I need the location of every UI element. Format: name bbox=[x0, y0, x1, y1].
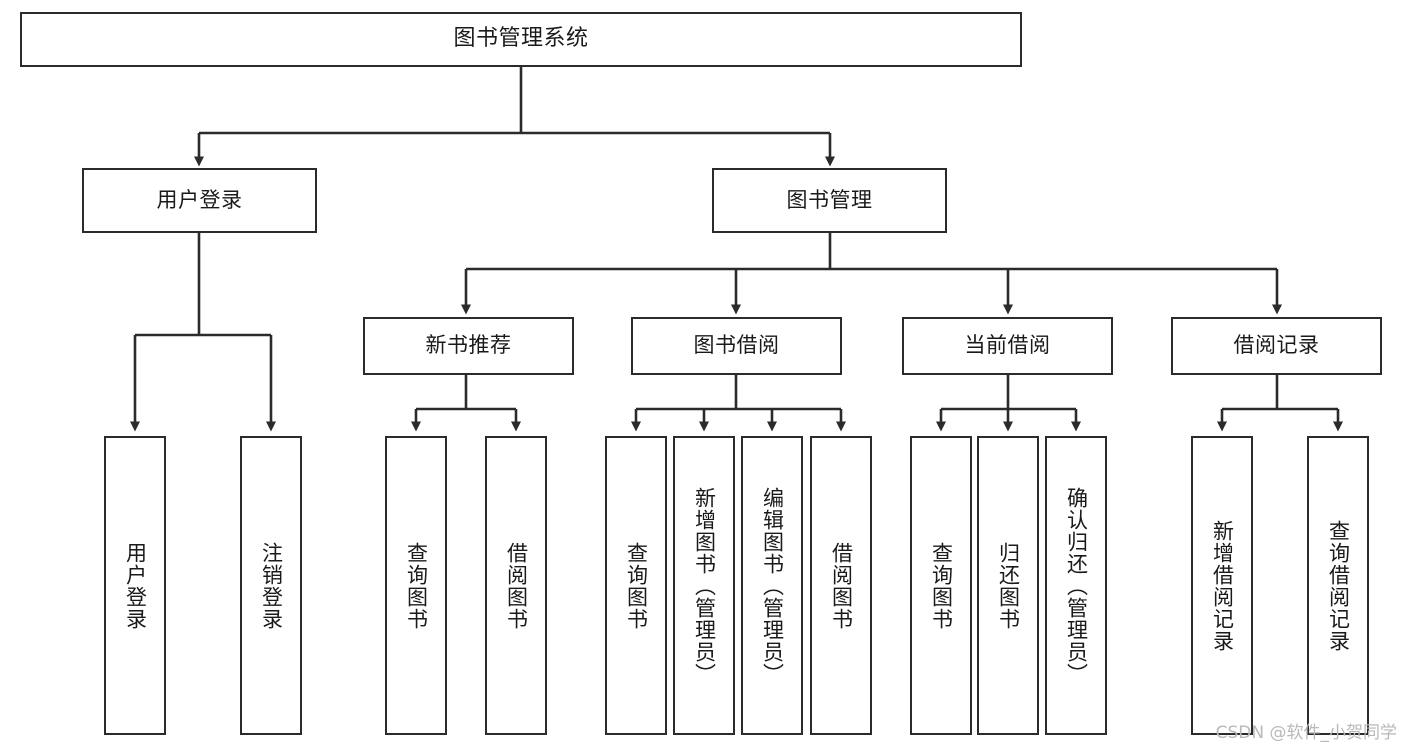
node-label: 当前借阅 bbox=[964, 333, 1051, 358]
leaf-record-add-record[interactable]: 新增借阅记录 bbox=[1191, 436, 1253, 735]
node-label: 图书管理系统 bbox=[453, 26, 589, 52]
leaf-current-return-book[interactable]: 归还图书 bbox=[977, 436, 1039, 735]
node-label: 新书推荐 bbox=[425, 333, 512, 358]
node-label: 查询图书 bbox=[624, 541, 649, 630]
leaf-current-query-book[interactable]: 查询图书 bbox=[910, 436, 972, 735]
node-book-management[interactable]: 图书管理 bbox=[712, 168, 947, 233]
node-label: 图书管理 bbox=[786, 187, 873, 212]
node-label: 编辑图书（管理员） bbox=[760, 486, 785, 685]
node-label: 图书借阅 bbox=[693, 333, 780, 358]
node-label: 借阅图书 bbox=[829, 541, 854, 630]
node-label: 新增借阅记录 bbox=[1210, 519, 1235, 652]
node-label: 借阅记录 bbox=[1233, 333, 1320, 358]
leaf-borrow-borrow-book[interactable]: 借阅图书 bbox=[810, 436, 872, 735]
node-label: 确认归还（管理员） bbox=[1064, 486, 1089, 685]
node-book-borrow[interactable]: 图书借阅 bbox=[631, 317, 842, 375]
leaf-user-login-logout[interactable]: 注销登录 bbox=[240, 436, 302, 735]
node-label: 注销登录 bbox=[259, 541, 284, 630]
node-label: 借阅图书 bbox=[504, 541, 529, 630]
node-label: 查询借阅记录 bbox=[1326, 519, 1351, 652]
node-root-system[interactable]: 图书管理系统 bbox=[20, 12, 1022, 67]
csdn-watermark: CSDN @软件_小贺同学 bbox=[1215, 723, 1397, 743]
node-label: 查询图书 bbox=[929, 541, 954, 630]
leaf-recommend-query-book[interactable]: 查询图书 bbox=[385, 436, 447, 735]
leaf-record-query-record[interactable]: 查询借阅记录 bbox=[1307, 436, 1369, 735]
node-label: 归还图书 bbox=[996, 541, 1021, 630]
node-current-borrow[interactable]: 当前借阅 bbox=[902, 317, 1113, 375]
node-label: 新增图书（管理员） bbox=[692, 486, 717, 685]
leaf-current-confirm-return[interactable]: 确认归还（管理员） bbox=[1045, 436, 1107, 735]
node-borrow-record[interactable]: 借阅记录 bbox=[1171, 317, 1382, 375]
leaf-borrow-add-book[interactable]: 新增图书（管理员） bbox=[673, 436, 735, 735]
node-label: 用户登录 bbox=[156, 187, 243, 212]
leaf-user-login-login[interactable]: 用户登录 bbox=[104, 436, 166, 735]
node-label: 用户登录 bbox=[123, 541, 148, 630]
node-new-book-recommend[interactable]: 新书推荐 bbox=[363, 317, 574, 375]
node-user-login[interactable]: 用户登录 bbox=[82, 168, 317, 233]
leaf-borrow-query-book[interactable]: 查询图书 bbox=[605, 436, 667, 735]
leaf-recommend-borrow-book[interactable]: 借阅图书 bbox=[485, 436, 547, 735]
leaf-borrow-edit-book[interactable]: 编辑图书（管理员） bbox=[741, 436, 803, 735]
node-label: 查询图书 bbox=[404, 541, 429, 630]
